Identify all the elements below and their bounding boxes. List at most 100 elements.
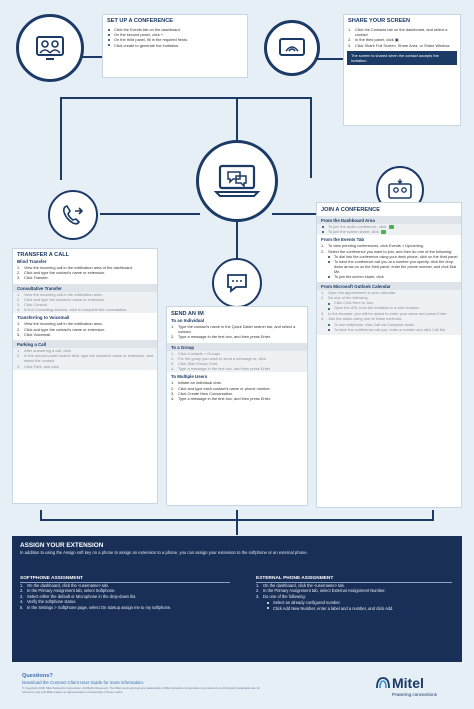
list-item: To join the screen share, click	[328, 275, 461, 280]
voicemail-transfer-heading: Transferring to Voicemail	[17, 315, 70, 321]
list-item: Click Transfer.	[17, 275, 49, 281]
blind-transfer-steps: View the incoming call in the notificati…	[13, 265, 157, 282]
list-item: To view pending conferences, click Event…	[321, 243, 424, 249]
share-screen-card: SHARE YOUR SCREEN Click the Contacts tab…	[343, 14, 461, 126]
list-item: Do one of the following:	[321, 295, 369, 301]
join-conference-icon	[388, 179, 412, 199]
connector-line	[60, 98, 62, 180]
blind-transfer-heading: Blind Transfer	[17, 259, 47, 264]
join-dashboard-items: To join the audio conference, click To j…	[317, 224, 461, 236]
list-item: View the incoming call in the notificati…	[17, 321, 103, 327]
setup-conference-steps: Click the Events tab on the dashboard. O…	[103, 27, 247, 49]
transfer-call-title: TRANSFER A CALL	[17, 252, 70, 258]
list-item: Click the Events tab on the dashboard.	[107, 27, 243, 32]
im-individual-heading: To an Individual	[171, 318, 205, 323]
list-item: Select the conference you want to join, …	[321, 248, 453, 254]
share-screen-note: The screen is shared when the contact ac…	[347, 50, 457, 65]
screen-share-icon	[279, 38, 305, 56]
list-item: Click and type the contact's name or ext…	[17, 270, 106, 276]
join-conference-title: JOIN A CONFERENCE	[321, 207, 380, 213]
transfer-circle	[48, 190, 98, 240]
chat-bubble-icon	[227, 274, 247, 293]
list-item: To join the screen share, click	[321, 229, 457, 234]
connector-line	[236, 200, 238, 260]
consultative-transfer-steps: View the incoming call in the notificati…	[13, 291, 157, 314]
im-group-steps: Click Contacts > Groups. For the group y…	[167, 350, 307, 373]
list-item: To have the conference call you, enter a…	[328, 328, 461, 333]
list-item: Do one of the following:	[256, 593, 306, 599]
list-item: Click create to generate the invitation.	[107, 43, 243, 48]
list-item: In the Consulting window, click to compl…	[17, 307, 128, 313]
list-item: Type the contact's name in the Quick Dia…	[171, 324, 296, 335]
list-item: To dial into the conference using your d…	[328, 255, 461, 260]
voicemail-transfer-steps: View the incoming call in the notificati…	[13, 321, 157, 338]
send-im-title: SEND AN IM	[171, 311, 204, 317]
join-outlook-steps-a: Open the appointment in your calendar. D…	[317, 290, 461, 301]
mitel-logo-icon	[376, 677, 390, 689]
list-item: On the second panel, click +.	[107, 32, 243, 37]
join-conference-card: JOIN A CONFERENCE From the Dashboard Are…	[316, 202, 462, 508]
send-im-card: SEND AN IM To an Individual Type the con…	[166, 306, 308, 506]
list-item: To join the audio conference, click	[321, 224, 457, 229]
list-item: Open the appointment in your calendar.	[321, 289, 397, 295]
user-guide-link[interactable]: Download the Connect Client User Guide f…	[22, 680, 145, 685]
im-group-heading: To a Group	[167, 342, 307, 351]
join-outlook-options-b: To use softphone, click Call via Compute…	[317, 323, 461, 335]
legal-text: © Copyright 2018, Mitel Networks Corpora…	[22, 686, 261, 694]
list-item: In the Primary Assignment tab, select Ex…	[256, 588, 386, 594]
list-item: Click Voicemail.	[17, 331, 52, 337]
connector-line	[82, 56, 102, 58]
join-events-steps: To view pending conferences, click Event…	[317, 243, 461, 254]
list-item: Select an already configured number.	[267, 600, 452, 606]
list-item: Initiate an individual chat.	[171, 380, 222, 386]
connector-line	[40, 510, 42, 520]
connector-line	[310, 98, 312, 178]
join-outlook-block: Open the appointment in your calendar. D…	[317, 289, 461, 335]
phone-transfer-icon	[63, 205, 84, 225]
list-item: Click Share Full Screen, Share Area, or …	[348, 42, 451, 48]
list-item: In the second panel search field, type t…	[17, 353, 153, 364]
consultative-transfer-heading: Consultative Transfer	[13, 283, 157, 292]
park-call-heading: Parking a Call	[13, 340, 157, 349]
list-item: View the incoming call in the notificati…	[17, 291, 103, 297]
brand-logo: Mitel	[392, 675, 424, 691]
join-events-options: To dial into the conference using your d…	[317, 255, 461, 280]
list-item: Click and type each contact's name or ph…	[171, 385, 271, 391]
list-item: Click and type the contact's name or ext…	[17, 296, 106, 302]
connector-line	[60, 97, 312, 99]
chat-laptop-icon	[214, 164, 260, 197]
list-item: Join the audio using one of these method…	[321, 316, 403, 322]
setup-conference-title: SET UP A CONFERENCE	[107, 18, 173, 24]
list-item: Type a message in the text box, and then…	[171, 366, 271, 372]
external-column: EXTERNAL PHONE ASSIGNMENT On the dashboa…	[256, 570, 452, 612]
connector-line	[432, 510, 434, 520]
list-item: After answering a call, click	[17, 348, 71, 354]
share-screen-title: SHARE YOUR SCREEN	[348, 18, 411, 24]
footer: Questions? Download the Connect Client U…	[0, 668, 474, 709]
list-item: Click Add New Number, enter a label and …	[267, 606, 452, 612]
join-events-heading: From the Events Tab	[321, 237, 365, 243]
list-item: In the Settings > Softphone page, select…	[20, 604, 172, 610]
list-item: View the incoming call in the notificati…	[17, 265, 133, 270]
list-item: Click Contacts > Groups.	[171, 350, 222, 356]
share-screen-steps: Click the Contacts tab on the dashboard,…	[344, 27, 460, 49]
screen-join-icon	[381, 230, 387, 235]
list-item: For the group you want to send a message…	[171, 355, 267, 361]
list-item: Click Park, and click	[17, 363, 59, 369]
conference-circle	[16, 14, 84, 82]
list-item: On the third panel, fill in the required…	[107, 37, 243, 42]
external-steps: On the dashboard, click the <username> t…	[256, 583, 452, 601]
im-multiple-steps: Initiate an individual chat. Click and t…	[167, 380, 307, 402]
list-item: On the dashboard, click the <username> t…	[256, 582, 345, 588]
list-item: To have the conference call you at a num…	[328, 260, 461, 275]
join-dashboard-heading: From the Dashboard Area	[317, 216, 461, 224]
im-circle	[212, 258, 262, 308]
list-item: Click Start Group Chat.	[171, 361, 219, 367]
share-icon: ▣	[394, 37, 399, 43]
list-item: In the Primary Assignment tab, select So…	[20, 588, 116, 594]
list-item: Click and type the contact's name or ext…	[17, 326, 106, 332]
park-call-steps: After answering a call, click In the sec…	[13, 348, 157, 370]
softphone-column: SOFTPHONE ASSIGNMENT On the dashboard, c…	[20, 570, 230, 612]
join-outlook-steps-b: In the browser, you will be asked to ent…	[317, 311, 461, 322]
